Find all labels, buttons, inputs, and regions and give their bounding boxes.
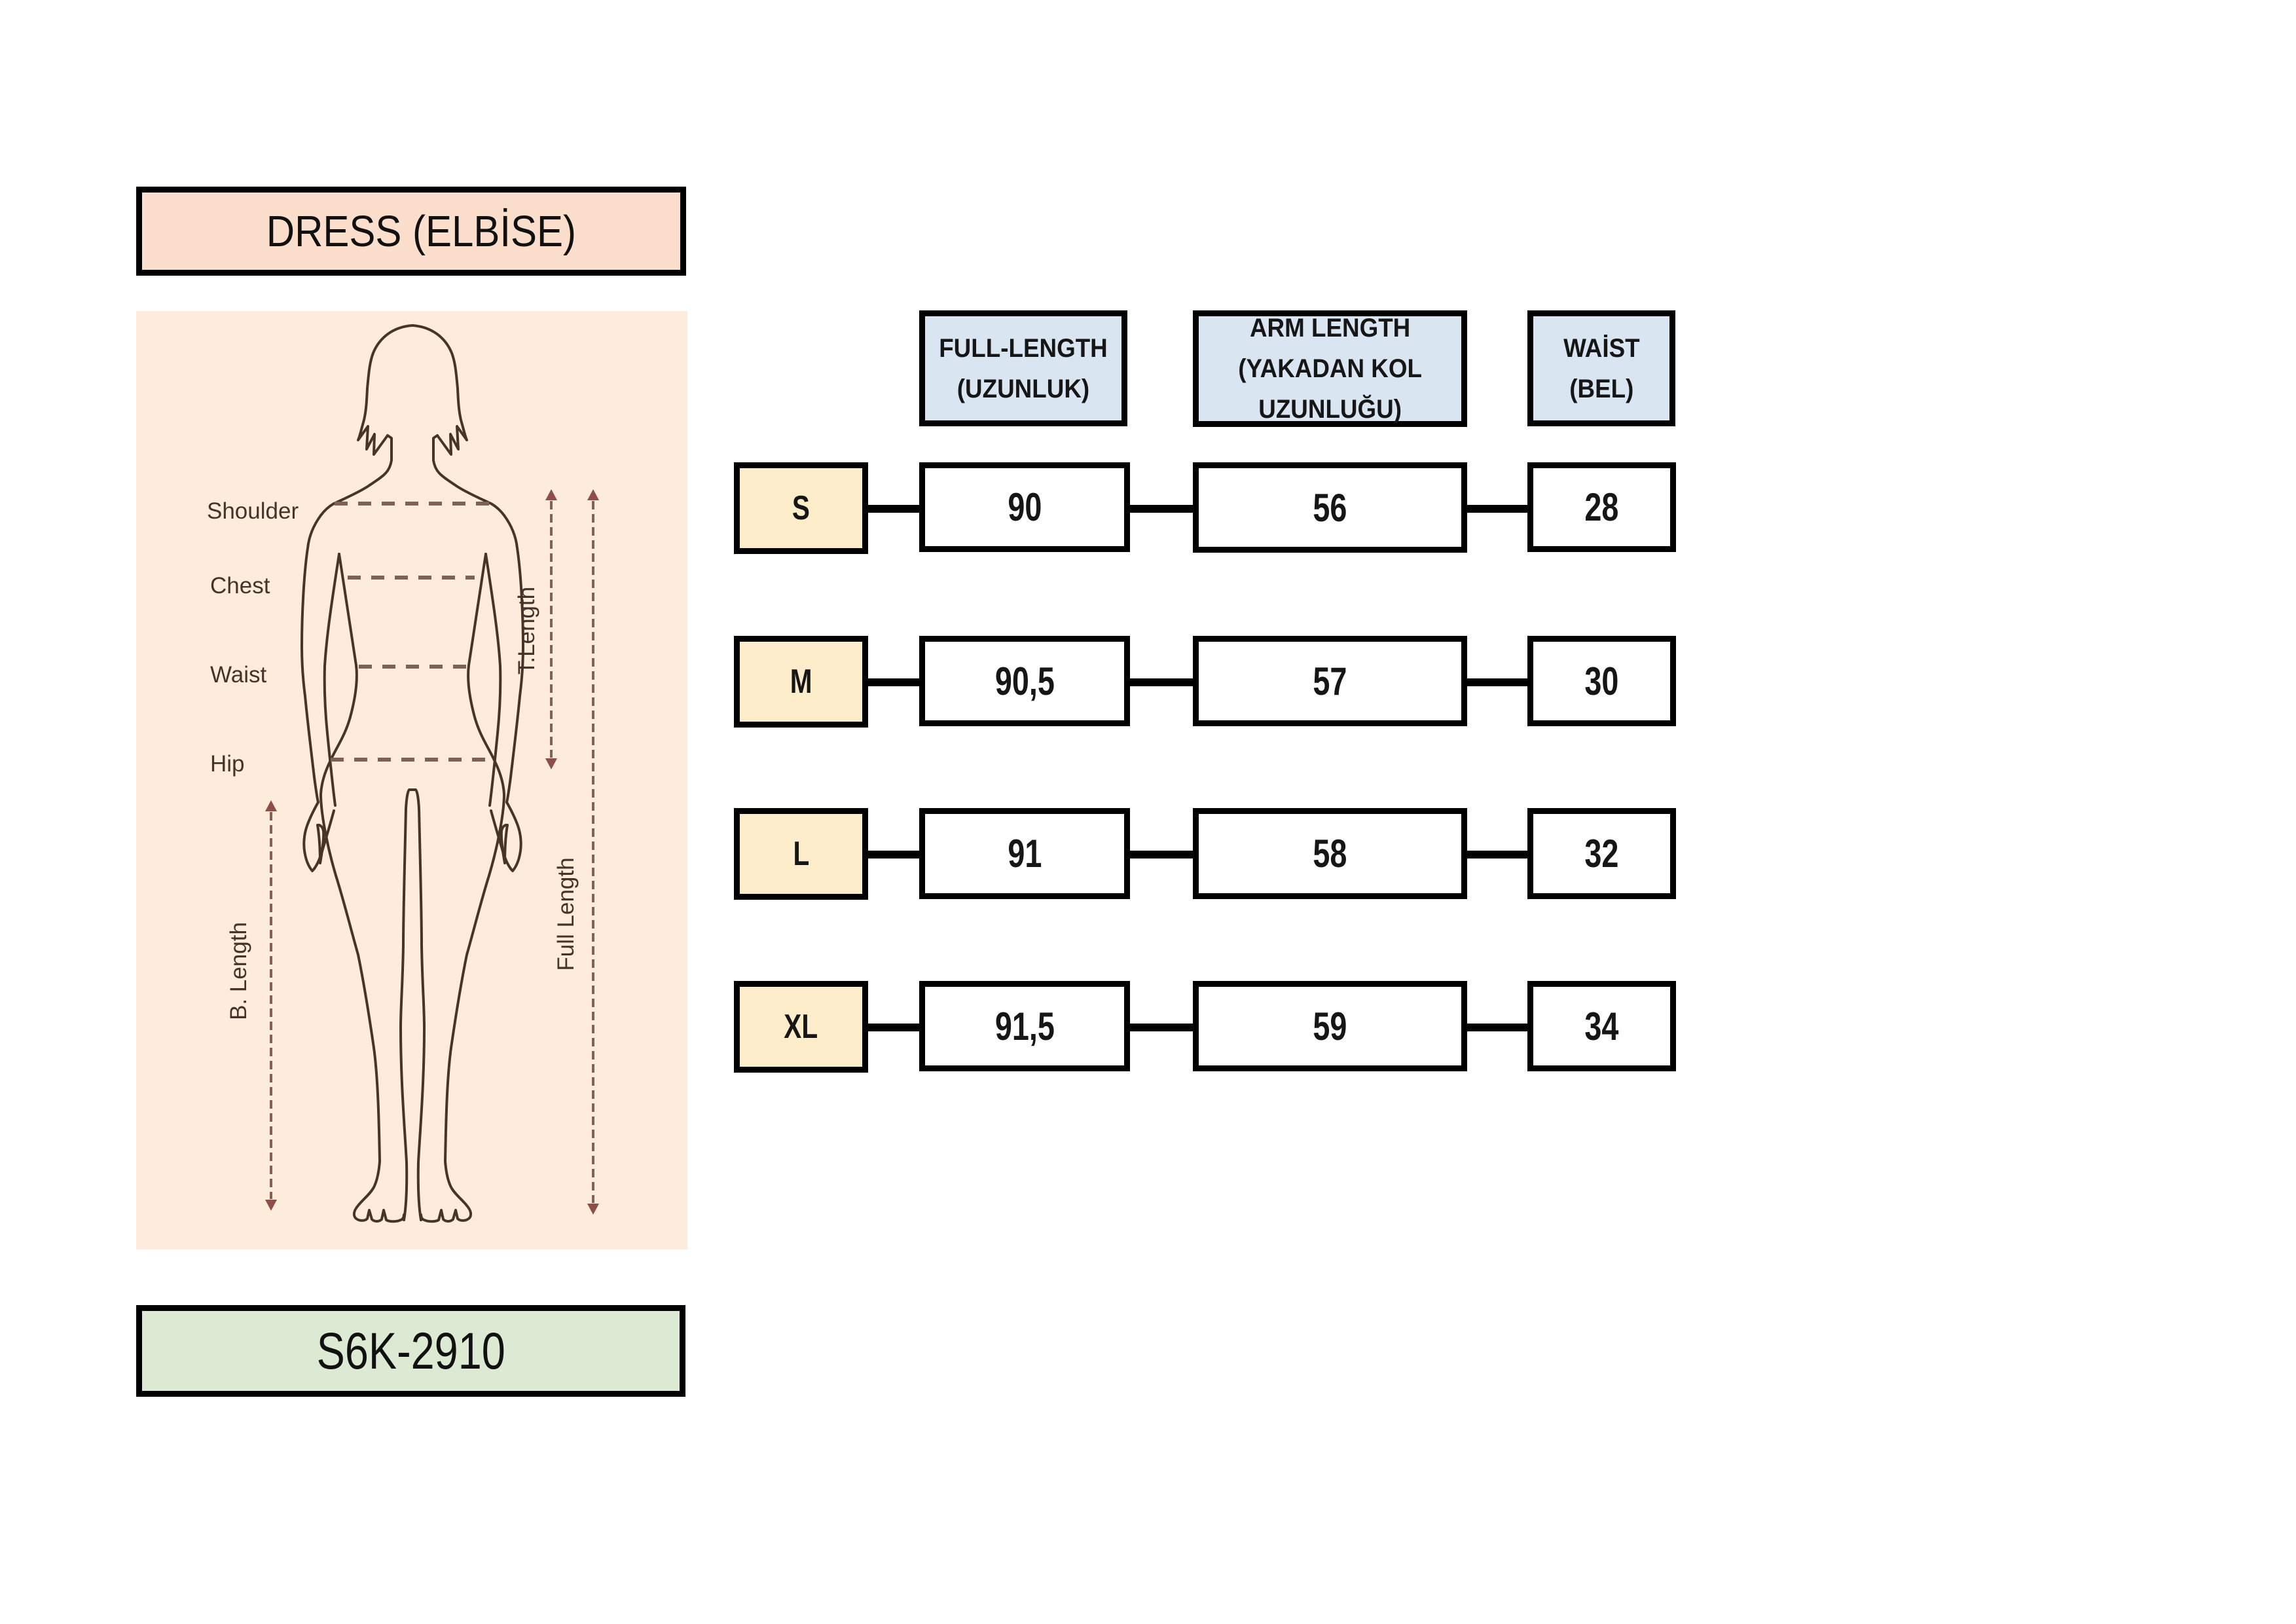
- svg-text:Full Length: Full Length: [553, 857, 579, 970]
- svg-text:T.Length: T.Length: [514, 587, 539, 674]
- svg-text:B. Length: B. Length: [226, 922, 251, 1020]
- svg-text:Hip: Hip: [210, 751, 245, 777]
- svg-text:Shoulder: Shoulder: [207, 498, 299, 524]
- svg-text:Chest: Chest: [210, 573, 270, 599]
- svg-text:Waist: Waist: [210, 662, 266, 688]
